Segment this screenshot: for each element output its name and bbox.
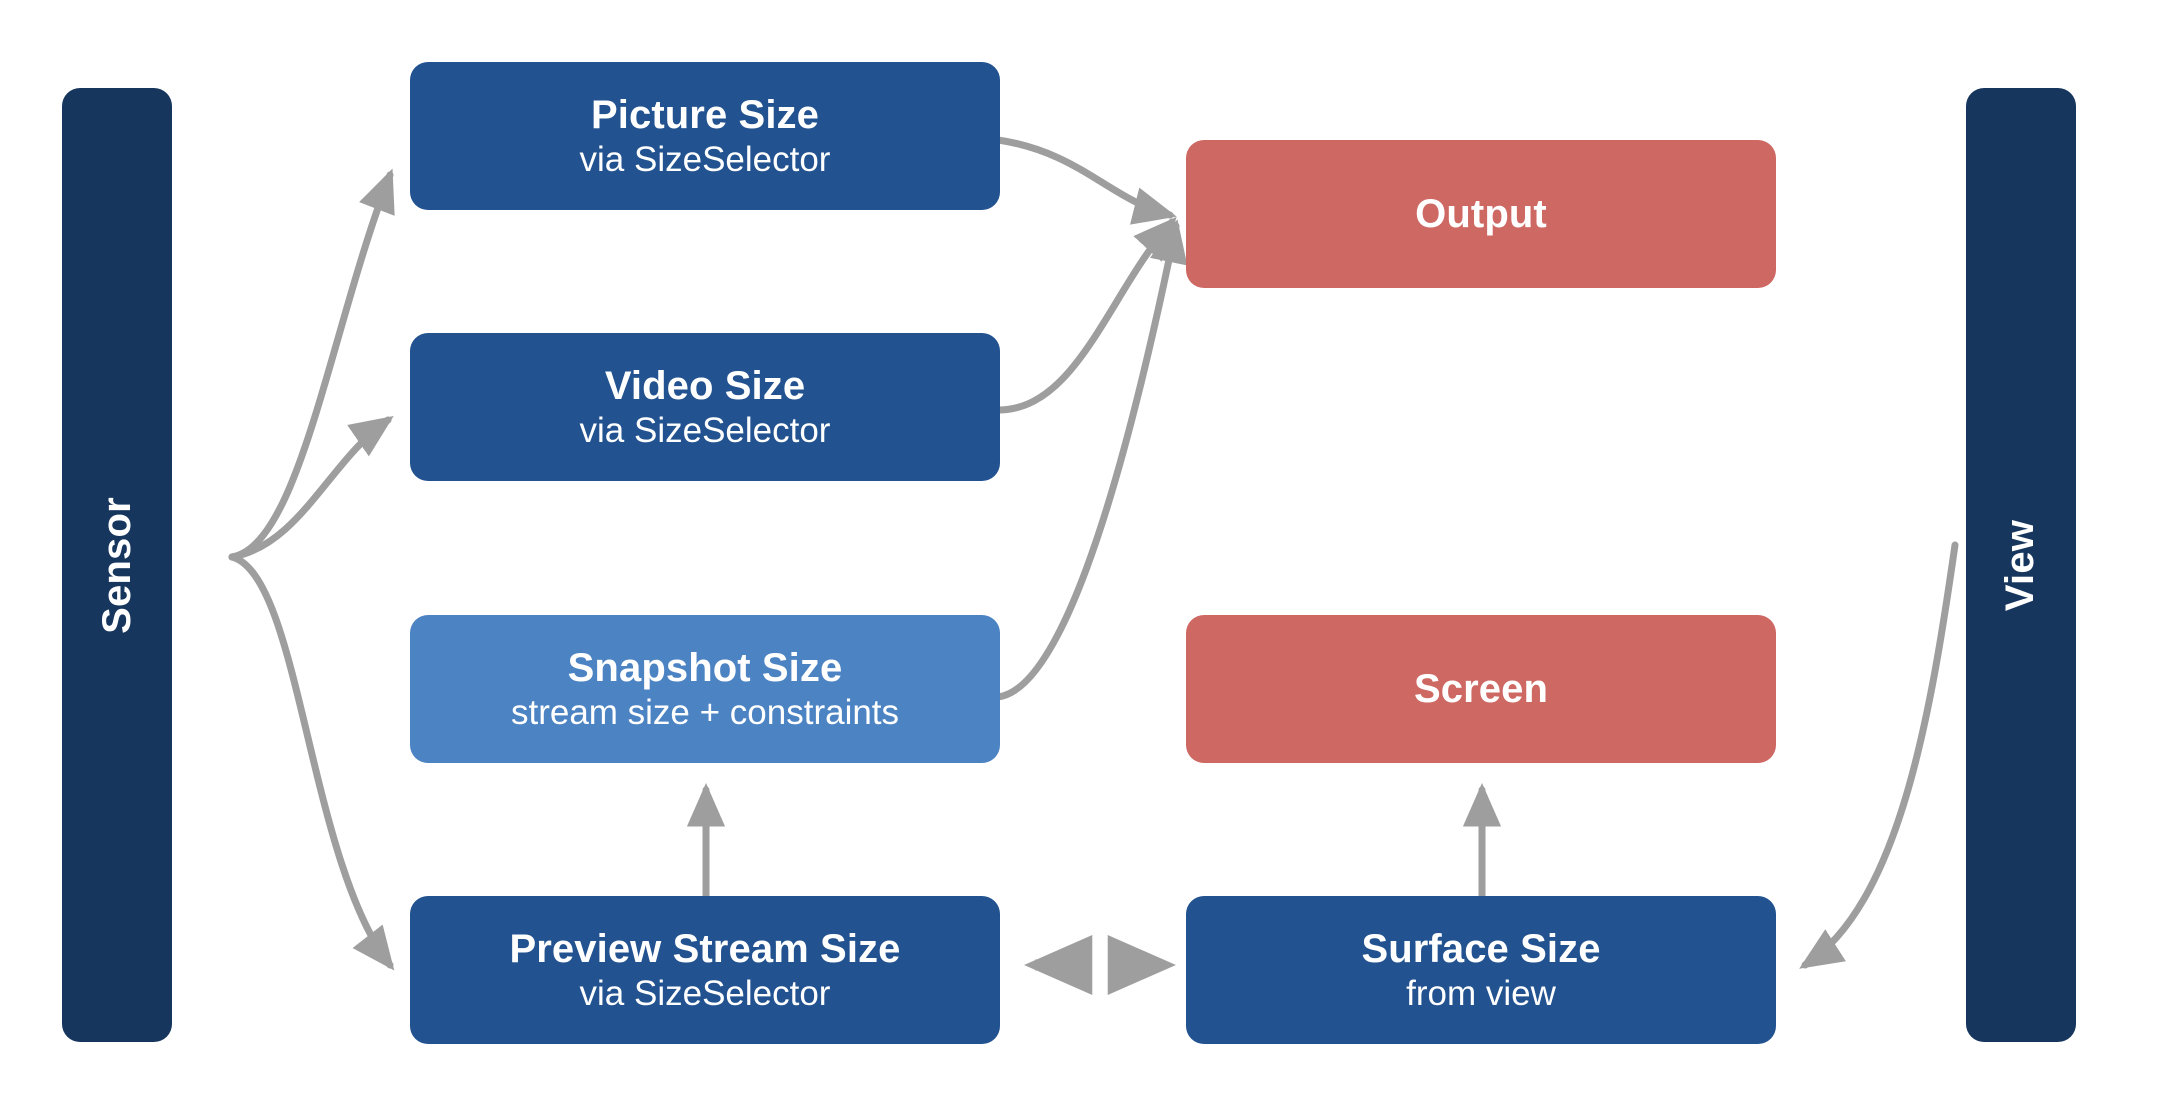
node-picture-size[interactable]: Picture Size via SizeSelector — [410, 62, 1000, 210]
node-snapshot-size-subtitle: stream size + constraints — [510, 692, 900, 732]
edge-snapshot-size-to-output — [994, 219, 1188, 701]
edge-sensor-to-picture-size — [228, 168, 395, 561]
node-surface-size-title: Surface Size — [1361, 927, 1601, 971]
node-video-size-title: Video Size — [604, 364, 806, 408]
node-snapshot-size[interactable]: Snapshot Size stream size + constraints — [410, 615, 1000, 763]
rail-sensor[interactable]: Sensor — [62, 88, 172, 1042]
rail-sensor-label: Sensor — [94, 496, 139, 634]
node-surface-size[interactable]: Surface Size from view — [1186, 896, 1776, 1044]
node-snapshot-size-title: Snapshot Size — [567, 646, 843, 690]
node-preview-stream-size[interactable]: Preview Stream Size via SizeSelector — [410, 896, 1000, 1044]
node-output-title: Output — [1415, 191, 1547, 236]
node-surface-size-subtitle: from view — [1406, 973, 1556, 1013]
node-video-size-subtitle: via SizeSelector — [579, 410, 831, 450]
node-preview-stream-size-subtitle: via SizeSelector — [579, 973, 831, 1013]
node-screen-title: Screen — [1413, 666, 1549, 711]
edge-sensor-to-preview-stream-size — [228, 553, 395, 971]
edge-sensor-to-video-size — [228, 416, 394, 561]
node-screen[interactable]: Screen — [1186, 615, 1776, 763]
node-picture-size-title: Picture Size — [591, 93, 819, 137]
edge-video-size-to-output — [994, 216, 1177, 414]
edge-view-to-surface-size — [1799, 541, 1959, 969]
node-output[interactable]: Output — [1186, 140, 1776, 288]
node-preview-stream-size-title: Preview Stream Size — [509, 927, 901, 971]
node-video-size[interactable]: Video Size via SizeSelector — [410, 333, 1000, 481]
rail-view-label: View — [1998, 519, 2043, 611]
edge-picture-size-to-output — [994, 136, 1177, 225]
rail-view[interactable]: View — [1966, 88, 2076, 1042]
node-picture-size-subtitle: via SizeSelector — [579, 139, 831, 179]
